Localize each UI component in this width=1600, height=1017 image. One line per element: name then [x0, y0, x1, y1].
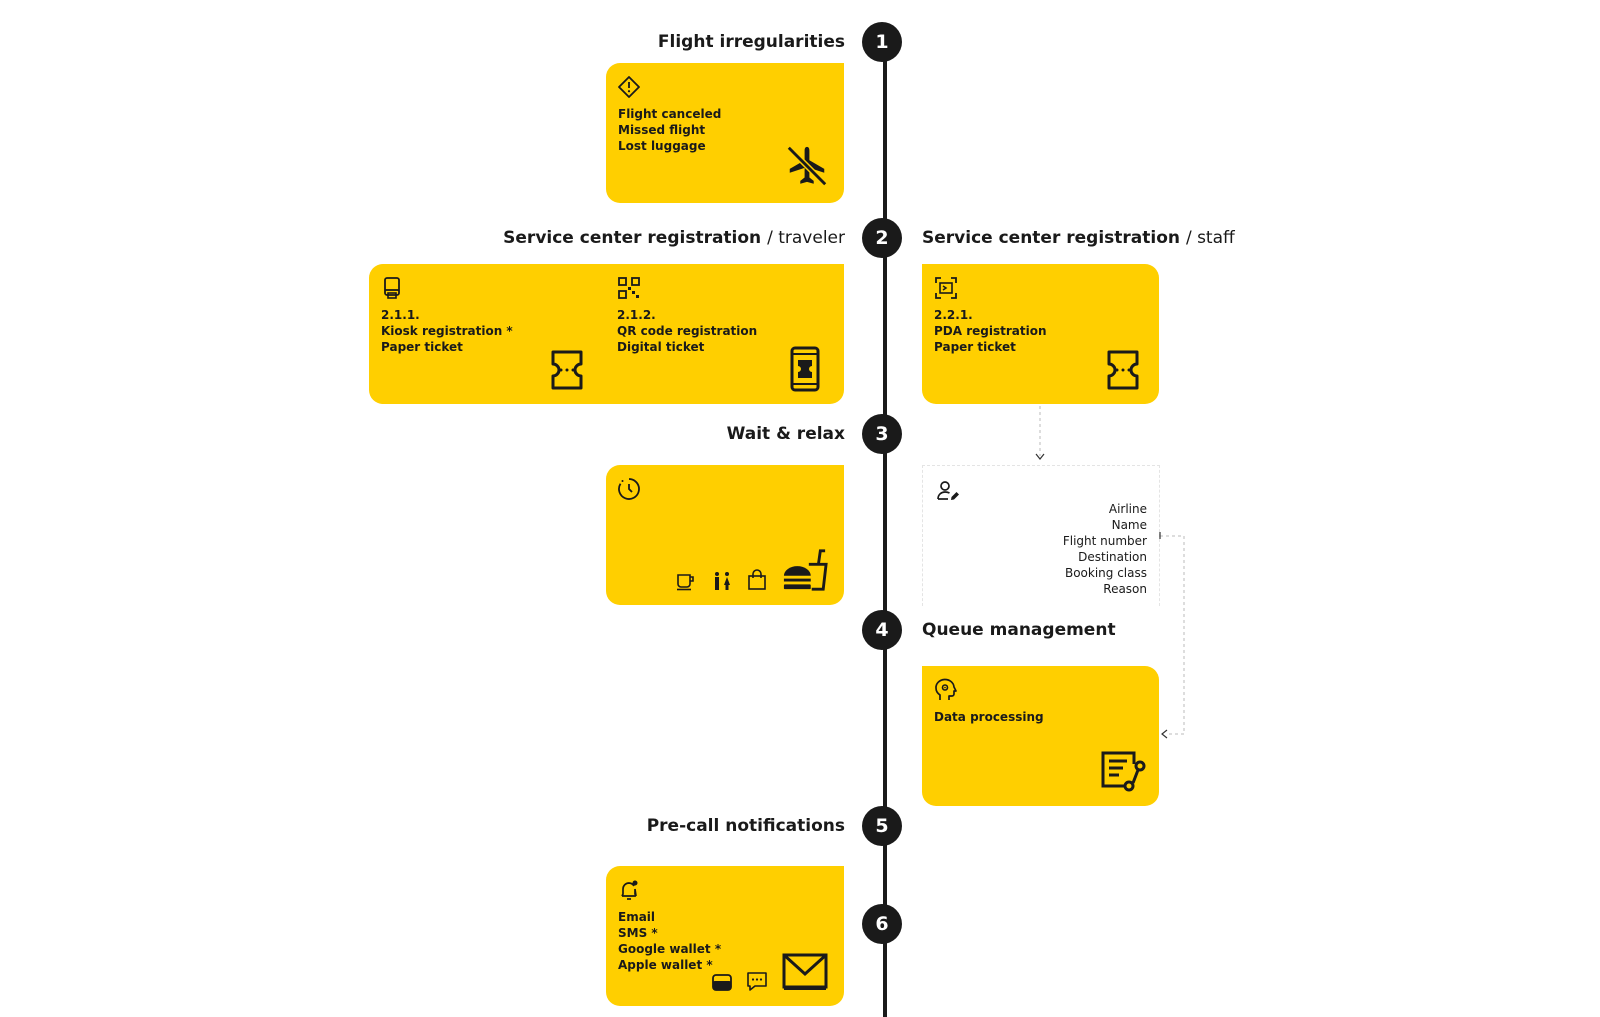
restroom-icon: [715, 572, 730, 590]
traveler-title-main: Service center registration: [503, 228, 762, 248]
airplane-off-icon: [786, 145, 828, 187]
qr-code-icon: [618, 277, 640, 299]
step-node-6: 6: [862, 904, 902, 944]
traveler-title-sub: / traveler: [767, 228, 845, 248]
field-destination: Destination: [1078, 550, 1147, 564]
pda-ticket-type: Paper ticket: [934, 340, 1016, 354]
step-3-title: Wait & relax: [726, 424, 845, 444]
step-node-5: 5: [862, 806, 902, 846]
passenger-data-form: Airline Name Flight number Destination B…: [922, 465, 1160, 606]
connector-arrow-down: [1035, 406, 1045, 460]
kiosk-label: Kiosk registration *: [381, 324, 513, 338]
qr-label: QR code registration: [617, 324, 758, 338]
qr-ticket-type: Digital ticket: [617, 340, 705, 354]
item-flight-canceled: Flight canceled: [618, 107, 722, 121]
item-apple-wallet: Apple wallet *: [618, 958, 713, 972]
step-5-title: Pre-call notifications: [646, 816, 845, 836]
item-sms: SMS *: [618, 926, 658, 940]
staff-title-sub: / staff: [1185, 228, 1235, 248]
item-email: Email: [618, 910, 656, 924]
qr-option-text: 2.1.2. QR code registration Digital tick…: [617, 307, 757, 355]
step-1-title: Flight irregularities: [657, 32, 845, 52]
ticket-icon: [1107, 350, 1139, 390]
envelope-icon: [782, 953, 828, 990]
qr-code: 2.1.2.: [617, 308, 656, 322]
kiosk-icon: [384, 277, 400, 299]
field-reason: Reason: [1103, 582, 1147, 596]
step-2-staff-title: Service center registration / staff: [922, 227, 1235, 249]
food-drink-icon: [783, 549, 828, 591]
ticket-icon: [551, 350, 583, 390]
traveler-registration-card: 2.1.1. Kiosk registration * Paper ticket…: [369, 264, 844, 404]
step-5-items: Email SMS * Google wallet * Apple wallet…: [618, 909, 721, 973]
step-node-3: 3: [862, 414, 902, 454]
scanner-icon: [935, 277, 957, 299]
step-2-traveler-title: Service center registration / traveler: [503, 227, 845, 249]
coffee-icon: [677, 574, 694, 591]
pda-code: 2.2.1.: [934, 308, 973, 322]
bell-icon: [621, 880, 638, 900]
item-data-processing: Data processing: [934, 710, 1044, 724]
chat-icon: [747, 972, 767, 991]
phone-ticket-icon: [790, 346, 820, 392]
kiosk-ticket-type: Paper ticket: [381, 340, 463, 354]
pda-label: PDA registration: [934, 324, 1047, 338]
item-google-wallet: Google wallet *: [618, 942, 722, 956]
field-airline: Airline: [1108, 502, 1147, 516]
data-flow-icon: [1101, 751, 1146, 792]
item-lost-luggage: Lost luggage: [618, 139, 706, 153]
queue-management-card: Data processing: [922, 666, 1159, 806]
clock-icon: [618, 478, 640, 500]
item-missed-flight: Missed flight: [618, 123, 706, 137]
pre-call-notifications-card: Email SMS * Google wallet * Apple wallet…: [606, 866, 844, 1006]
step-1-items: Flight canceled Missed flight Lost lugga…: [618, 106, 721, 154]
shopping-bag-icon: [748, 569, 766, 590]
step-node-1: 1: [862, 22, 902, 62]
wait-relax-card: [606, 465, 844, 605]
kiosk-option-text: 2.1.1. Kiosk registration * Paper ticket: [381, 307, 513, 355]
staff-title-main: Service center registration: [922, 228, 1181, 248]
staff-registration-card: 2.2.1. PDA registration Paper ticket: [922, 264, 1159, 404]
step-node-2: 2: [862, 218, 902, 258]
head-gear-icon: [935, 678, 957, 700]
wallet-icon: [712, 974, 732, 991]
connector-arrow-left: [1159, 532, 1185, 739]
kiosk-code: 2.1.1.: [381, 308, 420, 322]
field-flight-number: Flight number: [1062, 534, 1147, 548]
user-edit-icon: [937, 481, 959, 500]
field-name: Name: [1111, 518, 1147, 532]
warning-diamond-icon: [618, 76, 640, 98]
step-node-4: 4: [862, 610, 902, 650]
form-fields: Airline Name Flight number Destination B…: [1063, 501, 1147, 597]
field-booking-class: Booking class: [1064, 566, 1147, 580]
pda-option-text: 2.2.1. PDA registration Paper ticket: [934, 307, 1047, 355]
step-4-title: Queue management: [922, 620, 1116, 640]
step-4-items: Data processing: [934, 709, 1044, 725]
flight-irregularities-card: Flight canceled Missed flight Lost lugga…: [606, 63, 844, 203]
timeline-line: [883, 40, 887, 1017]
